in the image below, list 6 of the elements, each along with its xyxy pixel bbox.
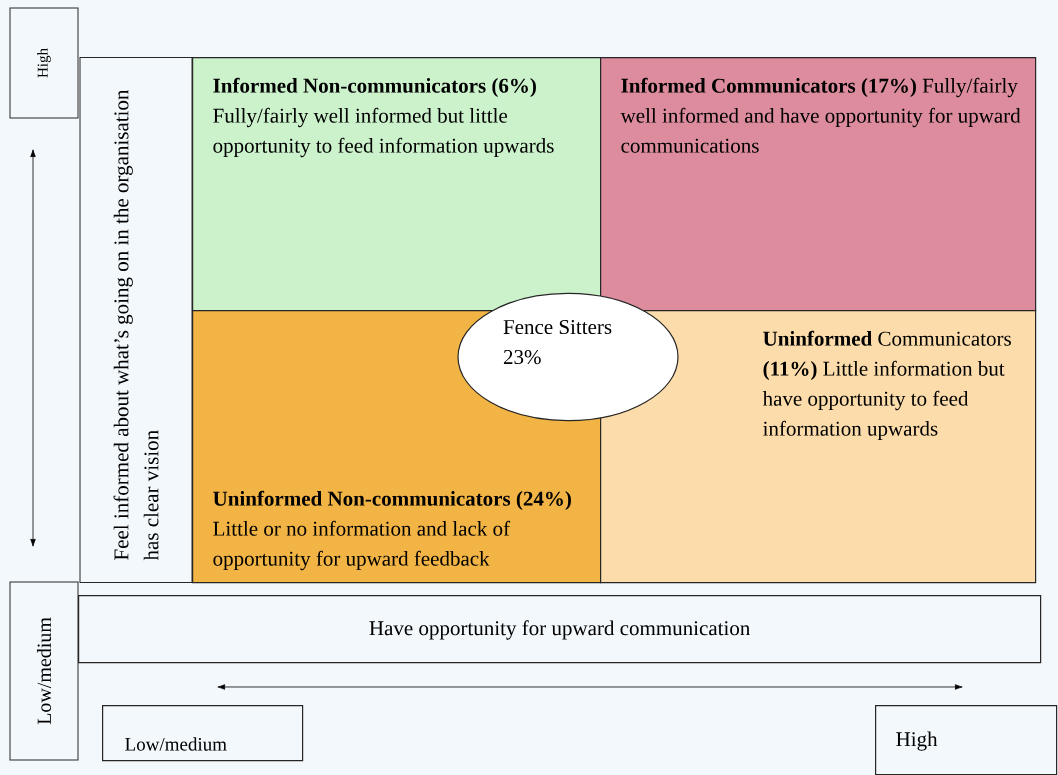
axis-label-box: High bbox=[875, 705, 1058, 775]
quadrant-box: Informed Non-communicators (6%) Fully/fairly well informed but little opportunity to feed information upwards bbox=[192, 57, 602, 312]
axis-label-box: Low/medium bbox=[9, 581, 79, 761]
axis-label-box: Low/medium bbox=[102, 705, 304, 762]
quadrant-box: Informed Communicators (17%) Fully/fairly well informed and have opportunity for upward communications bbox=[600, 57, 1037, 312]
axis-label-box: High bbox=[9, 7, 79, 119]
